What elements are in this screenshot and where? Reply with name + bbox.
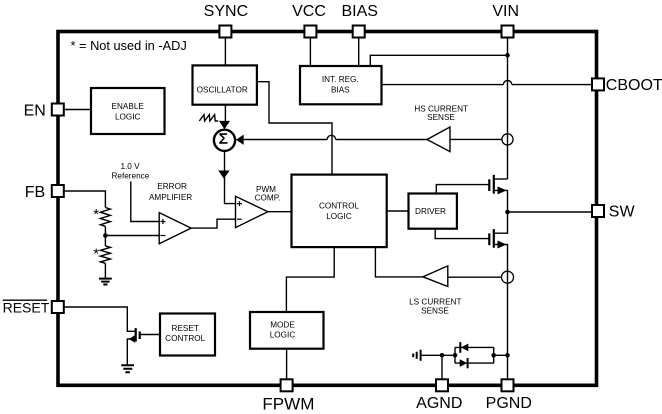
svg-text:INT. REG.: INT. REG. [322, 75, 359, 84]
svg-text:PWM: PWM [256, 185, 276, 194]
svg-text:HS CURRENT: HS CURRENT [414, 105, 468, 114]
svg-text:EN: EN [24, 103, 46, 120]
svg-text:RESET: RESET [3, 300, 50, 316]
svg-text:BIAS: BIAS [341, 3, 377, 20]
svg-text:LOGIC: LOGIC [270, 331, 296, 340]
svg-text:OSCILLATOR: OSCILLATOR [197, 86, 248, 95]
svg-text:1.0 V: 1.0 V [120, 162, 140, 171]
svg-text:CBOOT: CBOOT [606, 77, 662, 94]
svg-text:AMPLIFIER: AMPLIFIER [149, 193, 192, 202]
svg-text:SW: SW [609, 204, 636, 221]
svg-text:LOGIC: LOGIC [326, 212, 352, 221]
svg-text:ERROR: ERROR [157, 182, 187, 191]
svg-text:* = Not used in -ADJ: * = Not used in -ADJ [71, 38, 187, 53]
svg-text:Reference: Reference [112, 172, 150, 181]
svg-text:LOGIC: LOGIC [115, 113, 141, 122]
svg-text:SYNC: SYNC [204, 3, 248, 20]
svg-text:PGND: PGND [486, 395, 532, 412]
svg-text:*: * [93, 246, 99, 263]
svg-text:BIAS: BIAS [331, 86, 350, 95]
svg-text:Σ: Σ [219, 130, 228, 147]
svg-text:CONTROL: CONTROL [165, 334, 205, 343]
svg-text:DRIVER: DRIVER [415, 207, 446, 216]
svg-text:*: * [93, 206, 99, 223]
svg-text:CONTROL: CONTROL [319, 202, 359, 211]
svg-text:FPWM: FPWM [262, 395, 314, 414]
svg-text:SENSE: SENSE [427, 113, 455, 122]
svg-text:RESET: RESET [172, 324, 199, 333]
svg-text:AGND: AGND [416, 395, 462, 412]
svg-text:COMP.: COMP. [255, 194, 281, 203]
svg-text:ENABLE: ENABLE [112, 102, 145, 111]
svg-text:VCC: VCC [292, 3, 326, 20]
svg-text:LS CURRENT: LS CURRENT [409, 298, 461, 307]
svg-text:FB: FB [25, 184, 45, 201]
svg-text:SENSE: SENSE [421, 306, 449, 315]
svg-text:VIN: VIN [492, 3, 519, 20]
svg-text:MODE: MODE [270, 321, 295, 330]
